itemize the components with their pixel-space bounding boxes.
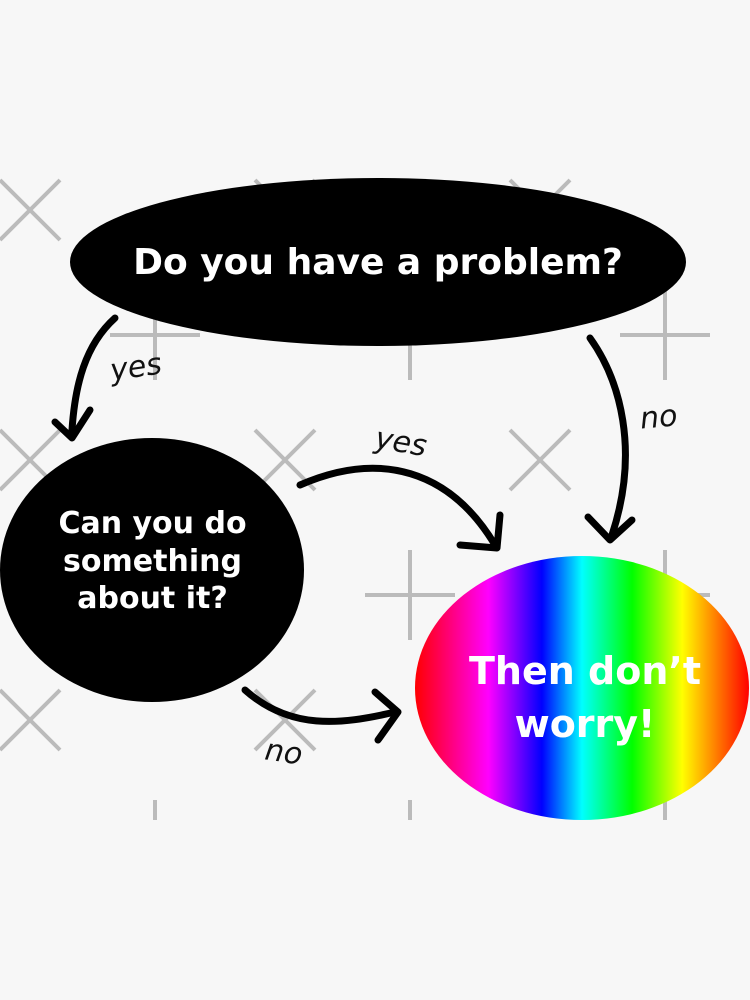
arrow-yes-2 [296, 464, 499, 549]
end-line-2: worry! [514, 702, 656, 747]
end-node [415, 556, 749, 820]
decision-line-2: something [63, 543, 242, 579]
edge-label-no-1: no [638, 398, 679, 437]
decision-node [0, 438, 304, 702]
arrow-no-2 [241, 686, 399, 725]
decision-line-3: about it? [77, 581, 228, 616]
start-node-label: Do you have a problem? [133, 242, 623, 283]
edge-label-yes-1: yes [107, 346, 165, 389]
start-node [70, 178, 686, 346]
decision-node-label: Can you do something about it? [10, 505, 295, 618]
end-line-1: Then don’t [469, 649, 701, 693]
edge-label-no-2: no [262, 732, 305, 773]
arrow-yes-1 [68, 314, 119, 434]
decision-line-1: Can you do [58, 506, 247, 541]
arrow-no-1 [586, 334, 629, 539]
end-node-label: Then don’t worry! [440, 645, 730, 751]
